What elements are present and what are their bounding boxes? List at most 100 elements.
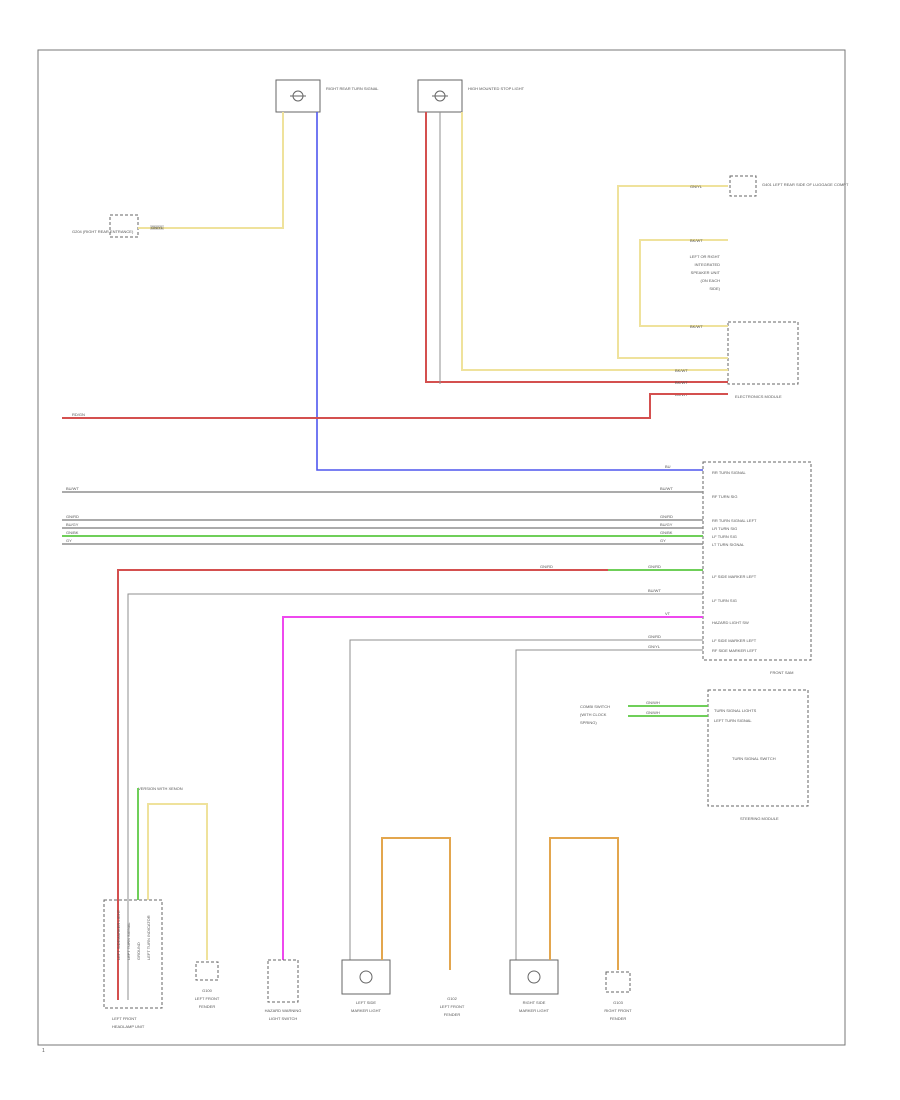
wire-label-gray4: GN/YL xyxy=(648,644,661,649)
diagram-frame xyxy=(37,49,846,1046)
high-mount-stop-lamp-label: HIGH MOUNTED STOP LIGHT xyxy=(468,86,525,91)
wire-gray-2 xyxy=(127,593,703,1000)
left-headlamp-label-2: HEADLAMP UNIT xyxy=(112,1024,145,1029)
wire-blue xyxy=(316,112,703,471)
wire-red-2 xyxy=(117,569,608,1000)
wire-label-bus4: GN/BK xyxy=(66,530,79,535)
wire-label-low-yellow: BK/WT xyxy=(690,324,703,329)
wire-label-rtop1: BK/WT xyxy=(675,368,688,373)
front-sam-pin: LF SIDE MARKER LEFT xyxy=(712,638,757,643)
right-rear-turn-lamp-label: RIGHT REAR TURN SIGNAL xyxy=(326,86,379,91)
wire-headlamp-yellow xyxy=(147,803,208,960)
left-headlamp-pin-3: GROUND xyxy=(136,942,141,960)
wire-label-bus5: GY xyxy=(66,538,72,543)
wire-gray-3 xyxy=(349,639,703,960)
front-sam-pin: LF SIDE MARKER LEFT xyxy=(712,574,757,579)
wire-red-trunk xyxy=(62,393,728,419)
page-number: 1 xyxy=(42,1048,45,1054)
wire-yellow-left xyxy=(138,112,284,229)
steering-module-label: STEERING MODULE xyxy=(740,816,779,821)
ground-left-front-3: FENDER xyxy=(199,1004,216,1009)
ground-left-front-1: G100 xyxy=(202,988,213,993)
front-sam-pin: RF TURN SIG xyxy=(712,494,737,499)
left-headlamp-label-1: LEFT FRONT xyxy=(112,1016,137,1021)
wire-orange-right xyxy=(549,837,619,970)
wire-label-bus2-r: GN/RD xyxy=(660,514,673,519)
wire-label-bus5-r: GY xyxy=(660,538,666,543)
wire-label-blue: BU xyxy=(665,464,671,469)
front-sam-pin: LF TURN SIG xyxy=(712,598,737,603)
right-rear-turn-lamp: RIGHT REAR TURN SIGNAL xyxy=(275,79,379,113)
left-headlamp-connector: VERSION WITH XENON xyxy=(138,786,183,791)
right-side-repeater-2: MARKER LIGHT xyxy=(519,1008,550,1013)
wire-orange-left xyxy=(381,837,451,970)
left-ground-connector: G204 (RIGHT REAR ENTRANCE) xyxy=(72,214,139,238)
right-ground-note-1: LEFT OR RIGHT xyxy=(690,254,721,259)
wire-yellow-loop1 xyxy=(617,185,728,359)
front-sam-pin: RR TURN SIGNAL xyxy=(712,470,746,475)
right-side-repeater: RIGHT SIDE MARKER LIGHT xyxy=(509,959,559,1013)
wire-label-bg xyxy=(150,225,164,230)
left-headlamp: LEFT FRONT HEADLAMP UNIT VERSION WITH XE… xyxy=(103,786,183,1029)
wire-label-top-yellow: GN/YL xyxy=(690,184,703,189)
wire-label-steer1: GN/WH xyxy=(646,700,660,705)
steering-left-3: SPRING) xyxy=(580,720,597,725)
wire-gray-4 xyxy=(515,649,703,960)
wire-yellow-stop xyxy=(461,112,728,371)
wire-label-mid-yellow: BK/WT xyxy=(690,238,703,243)
wire-label-red2: GN/RD xyxy=(540,564,553,569)
right-ground-label: G401 LEFT REAR SIDE OF LUGGAGE COMPT xyxy=(762,182,849,187)
wire-magenta xyxy=(282,616,703,960)
left-headlamp-pin-4: LEFT TURN INDICATOR xyxy=(146,915,151,960)
wire-label-bus2: GN/RD xyxy=(66,514,79,519)
steering-module: TURN SIGNAL LIGHTS LEFT TURN SIGNAL TURN… xyxy=(707,689,809,821)
ground-g2-2: RIGHT FRONT xyxy=(604,1008,632,1013)
right-ground-note-4: (ON EACH xyxy=(700,278,720,283)
front-sam: FRONT SAM xyxy=(702,461,812,675)
wire-label-bus3-r: BU/GY xyxy=(660,522,673,527)
ground-g2: G103 RIGHT FRONT FENDER xyxy=(604,971,632,1021)
wire-label-red-trunk: RD/GN xyxy=(72,412,85,417)
wire-label-bus1: BU/WT xyxy=(66,486,79,491)
ground-g1-3: FENDER xyxy=(444,1012,461,1017)
wire-label-gray2: BU/WT xyxy=(648,588,661,593)
high-mount-stop-lamp: HIGH MOUNTED STOP LIGHT xyxy=(417,79,525,113)
left-headlamp-pin-1: LEFT SIDEMARKER LIGHT xyxy=(116,909,121,960)
right-ground-note-2: INTEGRATED xyxy=(695,262,721,267)
front-sam-pin: LF TURN SIG xyxy=(712,534,737,539)
wire-label-yellow-left: GN/YL xyxy=(151,225,164,230)
steering-pin-2: LEFT TURN SIGNAL xyxy=(714,718,752,723)
left-side-repeater-2: MARKER LIGHT xyxy=(351,1008,382,1013)
hazard-switch: HAZARD WARNING LIGHT SWITCH xyxy=(265,959,302,1021)
wire-label-bus1-r: BU/WT xyxy=(660,486,673,491)
wire-label-rtop2: BK/WT xyxy=(675,380,688,385)
ground-g1-2: LEFT FRONT xyxy=(440,1004,465,1009)
hazard-switch-2: LIGHT SWITCH xyxy=(269,1016,298,1021)
wire-label-mag: VT xyxy=(665,611,671,616)
right-ground-note-5: SIDE) xyxy=(709,286,720,291)
steering-inner: TURN SIGNAL SWITCH xyxy=(732,756,776,761)
front-sam-pin: LT TURN SIGNAL xyxy=(712,542,745,547)
right-side-repeater-1: RIGHT SIDE xyxy=(523,1000,546,1005)
front-sam-pin: HAZARD LIGHT SW xyxy=(712,620,749,625)
wire-label-bus3: BU/GY xyxy=(66,522,79,527)
front-sam-pin: RR TURN SIGNAL LEFT xyxy=(712,518,757,523)
wire-label-steer2: GN/WH xyxy=(646,710,660,715)
wire-label-bus4-r: GN/BK xyxy=(660,530,673,535)
left-headlamp-pin-2: LEFT TURN SIGNAL xyxy=(126,922,131,960)
front-sam-pin: LR TURN SIG xyxy=(712,526,737,531)
right-ground-connector: G401 LEFT REAR SIDE OF LUGGAGE COMPT LEF… xyxy=(690,175,849,291)
hazard-switch-1: HAZARD WARNING xyxy=(265,1008,302,1013)
ground-g1-1: G102 xyxy=(447,996,458,1001)
wire-yellow-loop2 xyxy=(639,239,728,327)
right-ground-note-3: SPEAKER UNIT xyxy=(691,270,721,275)
electronics-module: ELECTRONICS MODULE xyxy=(727,321,799,399)
steering-left-1: COMBI SWITCH xyxy=(580,704,610,709)
front-sam-pins: RR TURN SIGNAL RF TURN SIG RR TURN SIGNAL … xyxy=(712,470,757,653)
steering-pin-1: TURN SIGNAL LIGHTS xyxy=(714,708,757,713)
wire-label-gray3: GN/RD xyxy=(648,634,661,639)
ground-g2-3: FENDER xyxy=(610,1016,627,1021)
ground-left-front: G100 LEFT FRONT FENDER xyxy=(195,961,220,1009)
front-sam-label: FRONT SAM xyxy=(770,670,793,675)
